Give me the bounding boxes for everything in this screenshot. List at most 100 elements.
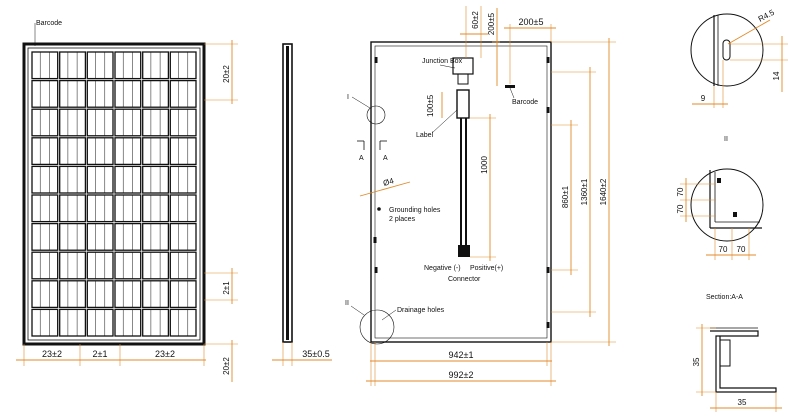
solar-cell (31, 222, 59, 251)
solar-cell (169, 308, 197, 337)
mounting-hole (373, 237, 377, 243)
mounting-hole (546, 107, 550, 113)
solar-cell (86, 165, 114, 194)
solar-cell (31, 51, 59, 80)
solar-cell (169, 137, 197, 166)
side-frame (282, 43, 293, 343)
solar-cell (114, 79, 142, 108)
positive-label: Positive(+) (470, 265, 503, 272)
solar-cell (169, 165, 197, 194)
solar-cell (86, 79, 114, 108)
solar-cell (114, 194, 142, 223)
junction-box-label: Junction Box (422, 58, 463, 65)
section-a-right: A (383, 155, 388, 162)
section-dim-35-h: 35 (738, 398, 747, 407)
front-dim-bottom-right: 20±2 (222, 357, 231, 375)
detail-ii-hole-2 (733, 212, 737, 217)
mounting-holes (373, 57, 550, 328)
solar-cell (169, 108, 197, 137)
connector-label: Connector (448, 276, 481, 283)
rear-barcode-label: Barcode (512, 99, 538, 106)
solar-cell (114, 251, 142, 280)
detail-ii-dim-70-d: 70 (737, 245, 746, 254)
rear-dim-992: 992±2 (449, 370, 474, 380)
solar-cell (114, 308, 142, 337)
solar-cell (86, 108, 114, 137)
solar-cell (31, 280, 59, 309)
solar-cell (31, 137, 59, 166)
solar-cell (31, 79, 59, 108)
jb-leader (439, 64, 456, 69)
rear-frame (370, 41, 552, 343)
detail-i-r-leader (727, 19, 771, 45)
detail-ii-title: II (724, 136, 728, 143)
front-frame (22, 42, 206, 346)
solar-cell (114, 165, 142, 194)
solar-cell (142, 280, 170, 309)
solar-cell (59, 51, 87, 80)
solar-cell (114, 222, 142, 251)
front-dim-bottom-left: 23±2 (42, 349, 62, 359)
solar-cell (142, 251, 170, 280)
label-label: Label (416, 132, 434, 139)
rear-dim-hole: Ø4 (382, 176, 395, 188)
solar-cell (59, 108, 87, 137)
detail-i-outline (690, 13, 764, 87)
hole-dim-line (359, 181, 411, 197)
front-dim-top-right: 20±2 (222, 65, 231, 83)
rear-barcode-leader (509, 87, 515, 99)
detail-ii: II 70 70 70 70 (676, 136, 764, 260)
solar-cell (142, 222, 170, 251)
solar-cell (142, 108, 170, 137)
section-aa: Section:A-A 35 35 (692, 294, 782, 412)
label-leader (431, 109, 458, 134)
solar-cell (86, 308, 114, 337)
solar-cell (169, 280, 197, 309)
negative-label: Negative (-) (424, 265, 461, 272)
solar-cell (86, 280, 114, 309)
solar-cell (31, 308, 59, 337)
detail-i-marker: I (347, 94, 349, 101)
solar-cell (169, 79, 197, 108)
rear-barcode (505, 85, 515, 88)
rear-dim-1360: 1360±1 (580, 178, 589, 205)
detail-ii-dim-70-a: 70 (676, 187, 685, 196)
connector-positive (464, 245, 470, 257)
solar-cell (169, 194, 197, 223)
junction-box-cap (457, 73, 469, 85)
front-dim-bottom-mid: 2±1 (93, 349, 108, 359)
front-view: Barcode 20±2 2±1 20±2 23±2 2±1 23±2 (16, 20, 238, 382)
detail-ii-hole-1 (717, 178, 721, 183)
rear-dim-60: 60±2 (471, 11, 480, 29)
solar-cell (59, 222, 87, 251)
detail-i-dim-r: R4.5 (757, 8, 777, 24)
front-dim-mid-right: 2±1 (222, 281, 231, 295)
side-view: 35±0.5 (272, 43, 332, 366)
grounding-label-2: 2 places (389, 216, 416, 223)
solar-cell (31, 194, 59, 223)
rear-dim-860: 860±1 (561, 185, 570, 208)
front-dim-bottom-right-gap: 23±2 (155, 349, 175, 359)
rear-dim-1640: 1640±2 (599, 178, 608, 205)
detail-ii-leader (350, 305, 365, 316)
solar-cell (114, 108, 142, 137)
section-aa-title: Section:A-A (706, 294, 743, 301)
section-a-left: A (359, 155, 364, 162)
rear-dim-200-v: 200±5 (487, 12, 496, 35)
detail-i-circle (366, 105, 386, 125)
solar-cell (142, 51, 170, 80)
solar-cell (169, 251, 197, 280)
solar-cell (31, 251, 59, 280)
solar-cell (31, 165, 59, 194)
detail-ii-marker: II (345, 300, 349, 307)
side-inner (286, 46, 289, 340)
drainage-label: Drainage holes (397, 307, 445, 314)
rear-dim-942: 942±1 (449, 350, 474, 360)
solar-cell (169, 222, 197, 251)
solar-cell (31, 108, 59, 137)
grounding-hole (377, 207, 381, 211)
cell-grid (31, 51, 197, 337)
solar-cell (86, 194, 114, 223)
section-dim-35-v: 35 (692, 357, 701, 366)
